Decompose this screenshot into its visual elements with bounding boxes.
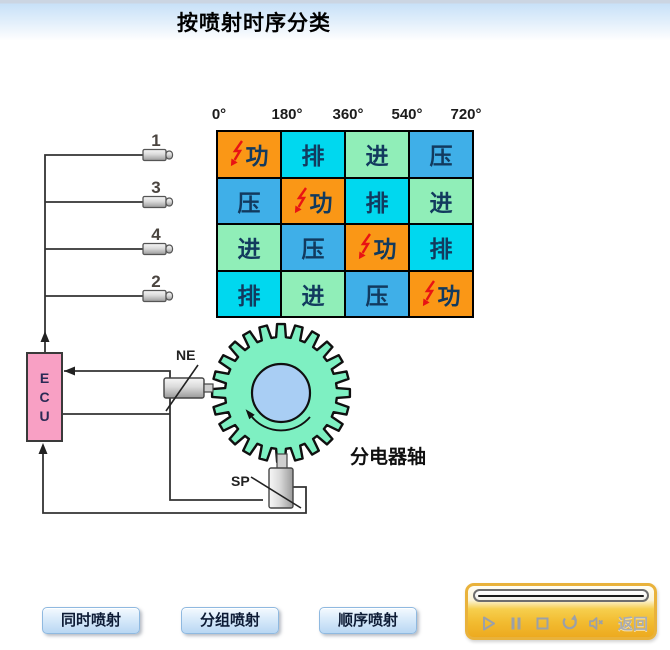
grid-cell-exhaust: 排 [282,132,344,177]
injector-number-2: 2 [151,272,161,291]
ne-sensor-icon [163,364,214,412]
grid-cell-intake: 进 [346,132,408,177]
injector-number-3: 3 [151,178,161,197]
grid-cell-compress: 压 [346,271,408,316]
grid-cell-exhaust: 排 [218,271,280,316]
injector-icons [142,148,174,303]
replay-button[interactable] [560,614,578,632]
injector-icon-1 [142,148,174,162]
lightning-icon [422,280,435,306]
timing-grid: 功 排 进 压 压 功 排 进 进 压 功 排 排 进 压 功 [216,130,474,318]
header-band: 按喷射时序分类 [0,0,670,40]
media-player-panel: 返回 [465,583,657,640]
grid-cell-intake: 进 [282,271,344,316]
page-title: 按喷射时序分类 [177,12,331,35]
simultaneous-injection-button[interactable]: 同时喷射 [42,607,140,634]
distributor-gear-icon [210,322,352,464]
phase-label: 排 [365,189,389,216]
grid-cell-intake: 进 [218,225,280,270]
phase-label: 进 [301,282,325,309]
sequential-injection-button[interactable]: 顺序喷射 [319,607,417,634]
ecu-letter: C [39,389,50,405]
grid-cell-exhaust: 排 [346,178,408,223]
grid-cell-intake: 进 [410,178,472,223]
stop-button[interactable] [533,614,551,632]
degree-label: 360° [332,106,364,123]
mute-icon [588,616,603,630]
degree-label: 0° [211,106,227,123]
degree-label: 180° [271,106,303,123]
pause-button[interactable] [506,614,524,632]
grid-cell-exhaust: 排 [410,225,472,270]
phase-label: 排 [237,282,261,309]
injector-number-1: 1 [151,131,161,150]
progress-bar[interactable] [473,589,649,602]
lightning-icon [358,233,371,260]
grid-cell-power: 功 [282,178,344,223]
injector-icon-2 [142,289,174,303]
grid-cell-power: 功 [410,271,472,316]
play-button[interactable] [479,614,497,632]
phase-label: 压 [365,282,389,309]
sp-sensor-label: SP [231,473,250,489]
phase-label: 排 [301,143,325,170]
phase-label: 压 [429,143,453,170]
flow-arrowheads [38,331,75,454]
phase-label: 功 [437,282,461,309]
play-icon [482,616,495,630]
replay-icon [562,614,578,630]
grid-cell-compress: 压 [410,132,472,177]
phase-label: 功 [309,189,333,216]
injector-icon-3 [142,195,174,209]
wiring-lines [42,154,307,514]
grid-cell-compress: 压 [218,178,280,223]
sp-sensor-icon [250,453,302,509]
injector-icon-4 [142,242,174,256]
degree-label: 720° [450,106,482,123]
pause-icon [511,617,520,629]
degree-label: 540° [391,106,423,123]
ecu-letter: U [39,408,50,424]
return-button[interactable]: 返回 [618,615,649,633]
mute-button[interactable] [587,614,605,632]
ecu-letter: E [39,370,50,386]
stop-icon [536,617,548,629]
progress-track [478,594,644,597]
phase-label: 功 [245,143,269,170]
ecu-box: E C U [26,352,63,442]
ne-sensor-label: NE [176,347,196,363]
distributor-shaft-label: 分电器轴 [350,447,427,468]
lightning-icon [230,140,243,167]
phase-label: 压 [237,189,261,216]
group-injection-button[interactable]: 分组喷射 [181,607,279,634]
player-controls: 返回 [468,607,654,639]
grid-cell-compress: 压 [282,225,344,270]
grid-cell-power: 功 [346,225,408,270]
grid-cell-power: 功 [218,132,280,177]
phase-label: 压 [301,236,325,263]
lightning-icon [294,187,307,213]
rotation-arrow-icon [245,409,311,432]
phase-label: 进 [237,236,261,263]
phase-label: 排 [429,236,453,263]
phase-label: 功 [373,236,397,263]
phase-label: 进 [429,189,453,216]
phase-label: 进 [365,143,389,170]
injector-number-4: 4 [151,225,161,244]
